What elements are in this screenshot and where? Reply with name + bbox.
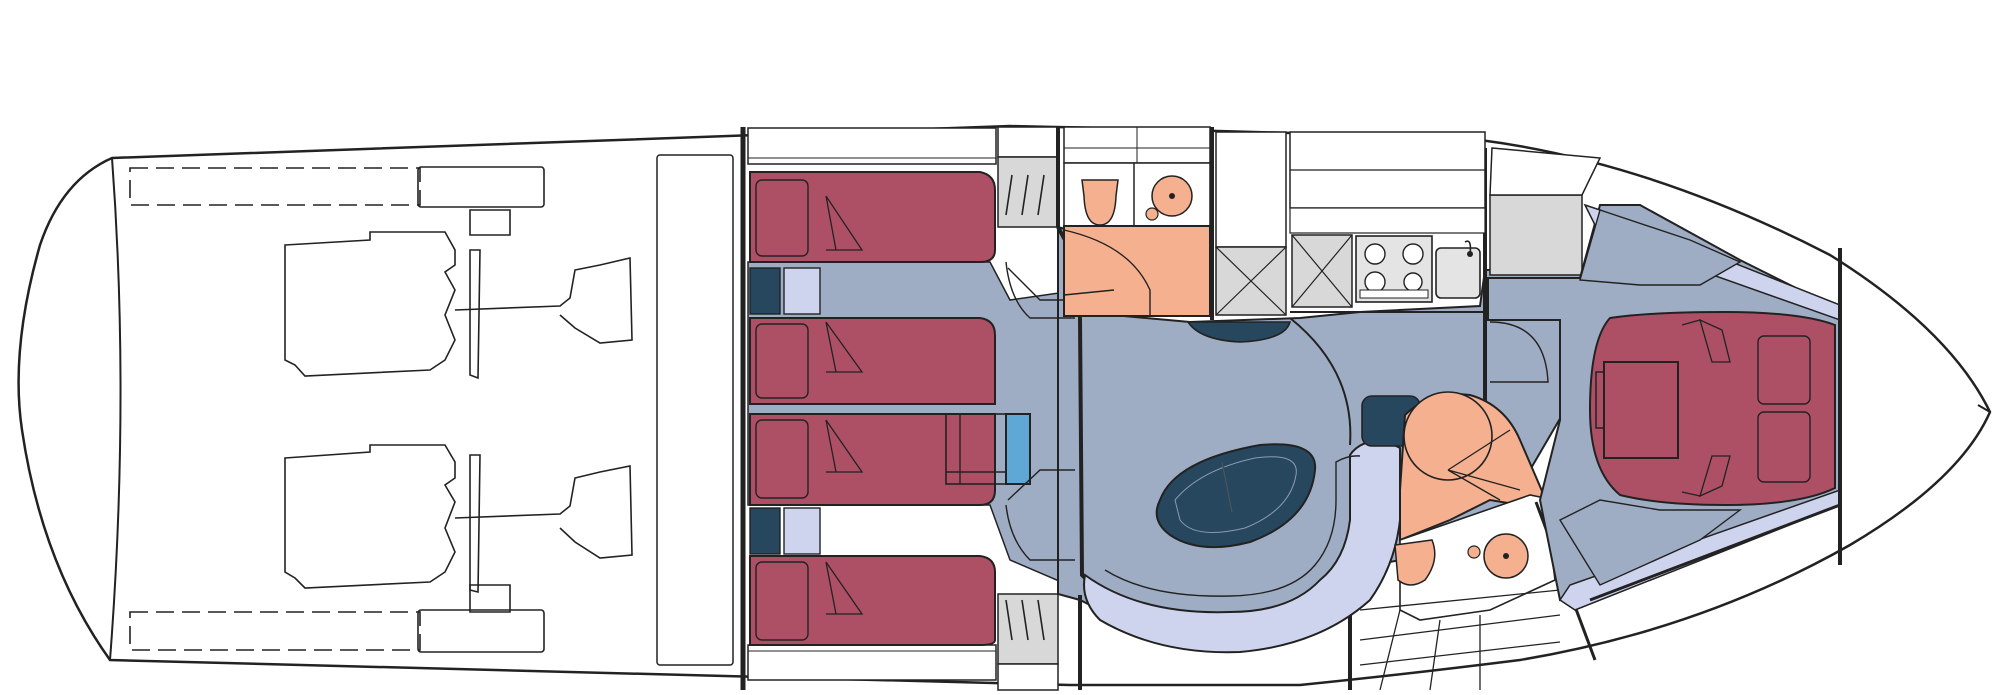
- v-berth-headboard: [1595, 371, 1605, 429]
- galley-sink: [1435, 247, 1481, 299]
- galley: [1215, 131, 1486, 316]
- day-head: [1359, 391, 1597, 691]
- bunk-3-pillow: [755, 419, 809, 499]
- bunk-2-pillow: [755, 323, 809, 399]
- forward-master-cabin: [1487, 147, 1842, 611]
- forward-locker: [1489, 194, 1583, 276]
- lower-engine: [284, 444, 456, 589]
- bunk-3: [749, 413, 996, 506]
- bow-tip: [1977, 404, 1991, 413]
- bunk-1: [749, 171, 996, 263]
- toilet: [1081, 179, 1119, 226]
- engine-bulkhead-panel: [656, 154, 734, 666]
- lower-shaft-tank: [129, 611, 421, 651]
- v-berth-pillow-main: [1603, 361, 1679, 459]
- dinette-table: [1155, 443, 1317, 549]
- v-berth-pillow-lower: [1757, 411, 1811, 483]
- v-berth-pillow-upper: [1757, 335, 1811, 405]
- bunk-4-pillow: [755, 561, 809, 641]
- day-head-toilet: [1394, 539, 1436, 586]
- upper-tank-block: [417, 166, 545, 208]
- blue-step: [1005, 413, 1031, 485]
- upper-engine: [284, 231, 456, 377]
- lower-tank-block: [417, 609, 545, 653]
- forward-head: [1063, 126, 1211, 317]
- day-head-circle: [1403, 391, 1493, 481]
- bunk-1-pillow: [755, 179, 809, 257]
- upper-shaft-tank: [129, 167, 421, 206]
- head-floor: [1063, 225, 1211, 317]
- night-table-light-upper: [783, 267, 821, 315]
- aft-cabin-bunks: [747, 127, 1081, 681]
- bunk-2: [749, 317, 996, 405]
- engine-room: [129, 166, 633, 653]
- night-table-navy-lower: [749, 507, 781, 555]
- night-table-light-lower: [783, 507, 821, 555]
- night-table-navy-upper: [749, 267, 781, 315]
- hanging-lockers: [997, 126, 1059, 691]
- bunk-4: [749, 555, 996, 646]
- companionway: [1289, 317, 1352, 446]
- step-navy-top: [1186, 321, 1292, 343]
